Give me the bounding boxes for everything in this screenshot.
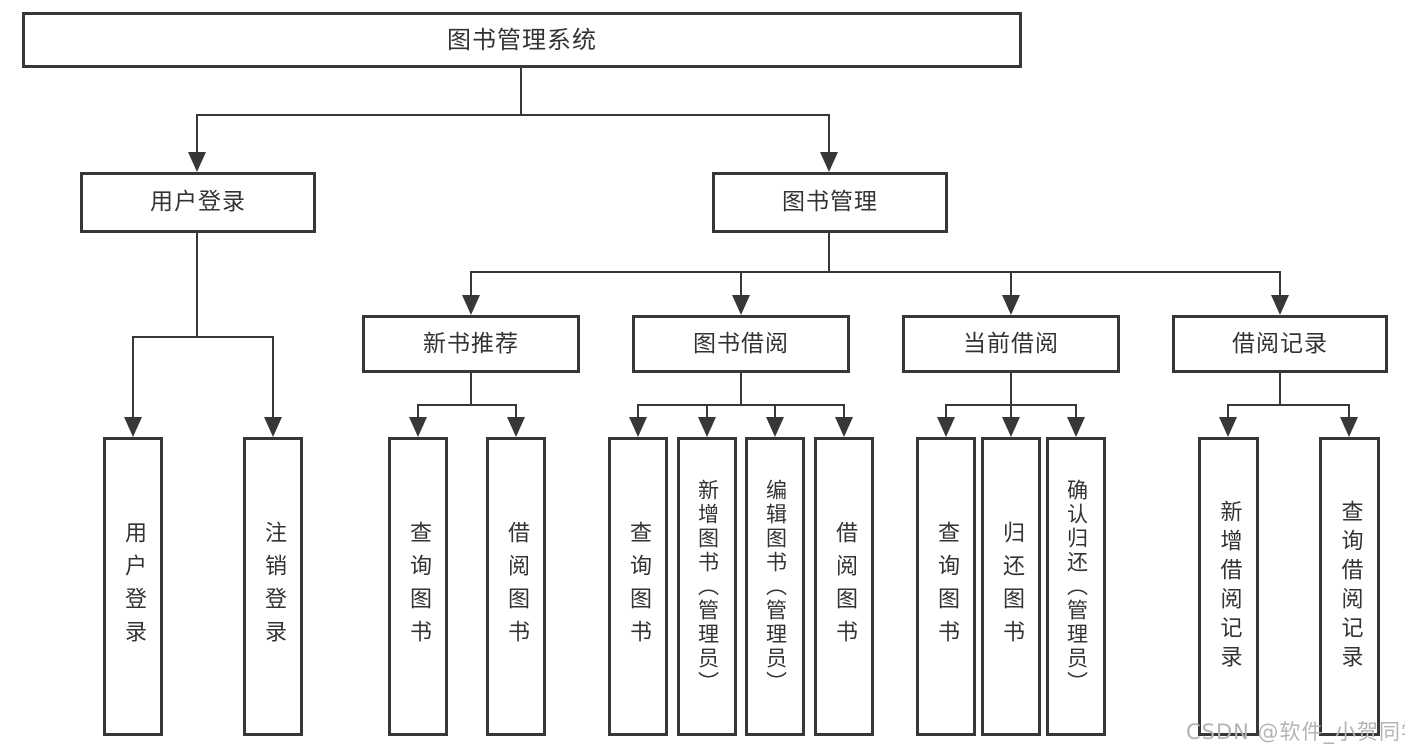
node-leaf-user-login: 用户登录	[103, 437, 163, 736]
node-book-management-module: 图书管理	[712, 172, 948, 233]
arrowhead	[1340, 417, 1358, 437]
connector-line	[417, 404, 419, 418]
connector-line	[1227, 404, 1349, 406]
arrowhead	[835, 417, 853, 437]
connector-line	[945, 404, 947, 418]
arrowhead	[1271, 295, 1289, 315]
node-book-borrowing: 图书借阅	[632, 315, 850, 373]
connector-line	[515, 404, 517, 418]
node-user-login-module: 用户登录	[80, 172, 316, 233]
node-label: 图书管理	[782, 189, 878, 215]
node-label: 查询图书	[406, 520, 431, 653]
node-root: 图书管理系统	[22, 12, 1022, 68]
arrowhead	[820, 152, 838, 172]
node-leaf-add-borrow-record: 新增借阅记录	[1198, 437, 1259, 736]
node-label: 查询图书	[626, 520, 651, 653]
node-label: 归还图书	[999, 520, 1024, 653]
node-leaf-query-books-current: 查询图书	[916, 437, 976, 736]
connector-line	[1348, 404, 1350, 418]
node-label: 当前借阅	[963, 330, 1059, 357]
node-label: 借阅图书	[832, 520, 857, 653]
connector-line	[196, 114, 830, 116]
node-label: 借阅图书	[504, 520, 529, 653]
connector-line	[637, 404, 639, 418]
connector-line	[1279, 272, 1281, 297]
connector-line	[1075, 404, 1077, 418]
arrowhead	[629, 417, 647, 437]
node-current-borrowing: 当前借阅	[902, 315, 1120, 373]
node-label: 查询借阅记录	[1337, 499, 1363, 674]
node-label: 确认归还（管理员）	[1064, 478, 1089, 695]
node-leaf-edit-books-admin: 编辑图书（管理员）	[745, 437, 805, 736]
connector-line	[706, 404, 708, 418]
node-leaf-query-books-recommend: 查询图书	[388, 437, 448, 736]
node-new-book-recommend: 新书推荐	[362, 315, 580, 373]
connector-line	[740, 272, 742, 297]
connector-line	[520, 68, 522, 115]
connector-line	[774, 404, 776, 418]
node-leaf-borrow-books-recommend: 借阅图书	[486, 437, 546, 736]
arrowhead	[1002, 295, 1020, 315]
connector-line	[470, 373, 472, 406]
node-leaf-return-books: 归还图书	[981, 437, 1041, 736]
node-leaf-query-borrow-record: 查询借阅记录	[1319, 437, 1380, 736]
arrowhead	[462, 295, 480, 315]
node-leaf-confirm-return-admin: 确认归还（管理员）	[1046, 437, 1106, 736]
arrowhead	[188, 152, 206, 172]
connector-line	[1010, 404, 1012, 418]
node-leaf-query-books-borrowing: 查询图书	[608, 437, 668, 736]
node-label: 新增图书（管理员）	[695, 478, 720, 695]
node-label: 新增借阅记录	[1216, 499, 1242, 674]
node-label: 注销登录	[261, 520, 286, 653]
node-leaf-add-books-admin: 新增图书（管理员）	[677, 437, 737, 736]
arrowhead	[264, 417, 282, 437]
connector-line	[828, 233, 830, 272]
arrowhead	[124, 417, 142, 437]
arrowhead	[1002, 417, 1020, 437]
arrowhead	[1067, 417, 1085, 437]
connector-line	[470, 272, 472, 297]
arrowhead	[698, 417, 716, 437]
connector-line	[1279, 373, 1281, 406]
arrowhead	[937, 417, 955, 437]
connector-line	[1010, 272, 1012, 297]
arrowhead	[409, 417, 427, 437]
arrowhead	[1219, 417, 1237, 437]
node-leaf-borrow-books: 借阅图书	[814, 437, 874, 736]
connector-line	[1010, 373, 1012, 406]
connector-line	[828, 115, 830, 155]
connector-line	[417, 404, 517, 406]
connector-line	[470, 271, 1281, 273]
connector-line	[132, 336, 274, 338]
watermark: CSDN @软件_小贺同学	[1186, 720, 1405, 744]
arrowhead	[766, 417, 784, 437]
node-label: 编辑图书（管理员）	[763, 478, 788, 695]
connector-line	[1227, 404, 1229, 418]
node-label: 图书管理系统	[447, 26, 597, 54]
arrowhead	[507, 417, 525, 437]
connector-line	[637, 404, 845, 406]
node-borrowing-records: 借阅记录	[1172, 315, 1388, 373]
node-leaf-logout: 注销登录	[243, 437, 303, 736]
node-label: 用户登录	[121, 520, 146, 653]
arrowhead	[732, 295, 750, 315]
node-label: 图书借阅	[693, 330, 789, 357]
connector-line	[740, 373, 742, 406]
node-label: 借阅记录	[1232, 330, 1328, 357]
node-label: 新书推荐	[423, 330, 519, 357]
node-label: 用户登录	[150, 189, 246, 215]
connector-line	[272, 337, 274, 419]
connector-line	[196, 115, 198, 155]
connector-line	[843, 404, 845, 418]
node-label: 查询图书	[934, 520, 959, 653]
connector-line	[132, 337, 134, 419]
connector-line	[196, 233, 198, 337]
